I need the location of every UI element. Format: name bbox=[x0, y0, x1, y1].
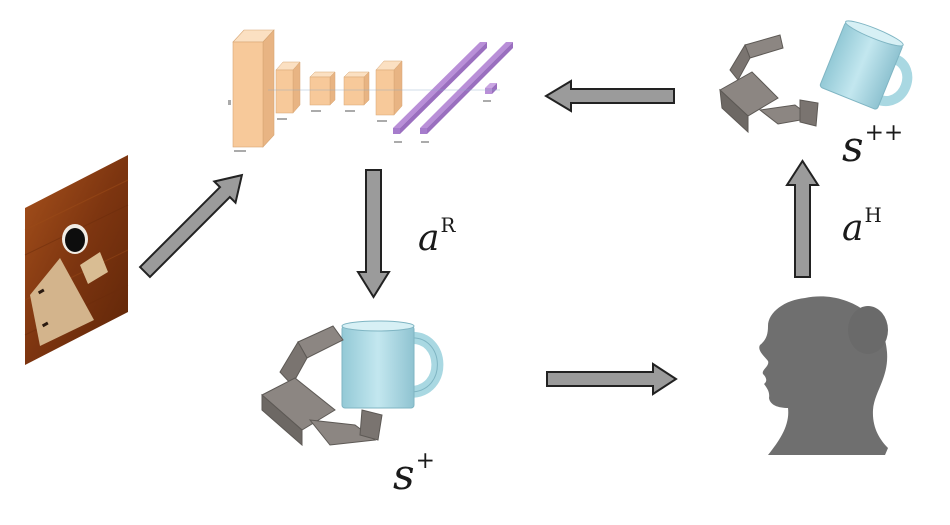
input-image bbox=[24, 155, 129, 365]
label-state-plus-plus: s++ bbox=[842, 120, 904, 171]
label-action-robot: aR bbox=[418, 214, 456, 259]
label-state-plus: s+ bbox=[393, 448, 435, 499]
cnn-fc-layer-2 bbox=[420, 42, 513, 134]
cnn-conv-block-1 bbox=[275, 61, 301, 114]
arrow-s-plus-to-human bbox=[546, 362, 678, 396]
cnn-input-layer bbox=[232, 29, 275, 148]
cnn-conv-block-4 bbox=[375, 60, 403, 116]
arrow-image-to-network bbox=[138, 173, 244, 279]
arrow-human-to-s-plus-plus bbox=[785, 159, 820, 278]
human-silhouette-icon bbox=[759, 296, 888, 455]
gripper-holding-mug bbox=[261, 320, 444, 447]
cnn-tiny-captions bbox=[228, 100, 491, 152]
cnn-conv-block-3 bbox=[343, 71, 370, 106]
gripper-releasing-mug bbox=[719, 20, 913, 134]
cnn-fc-layer-1 bbox=[393, 42, 487, 134]
arrow-s-plus-plus-to-network bbox=[544, 79, 675, 113]
label-action-human: aH bbox=[842, 204, 882, 249]
paper-square bbox=[80, 252, 108, 284]
cnn-output-layer bbox=[485, 83, 497, 94]
cnn-conv-block-2 bbox=[309, 71, 336, 106]
arrow-network-to-s-plus bbox=[356, 169, 391, 299]
cnn-network bbox=[228, 29, 513, 152]
mug-icon bbox=[341, 325, 415, 409]
cup-in-photo bbox=[62, 224, 88, 254]
